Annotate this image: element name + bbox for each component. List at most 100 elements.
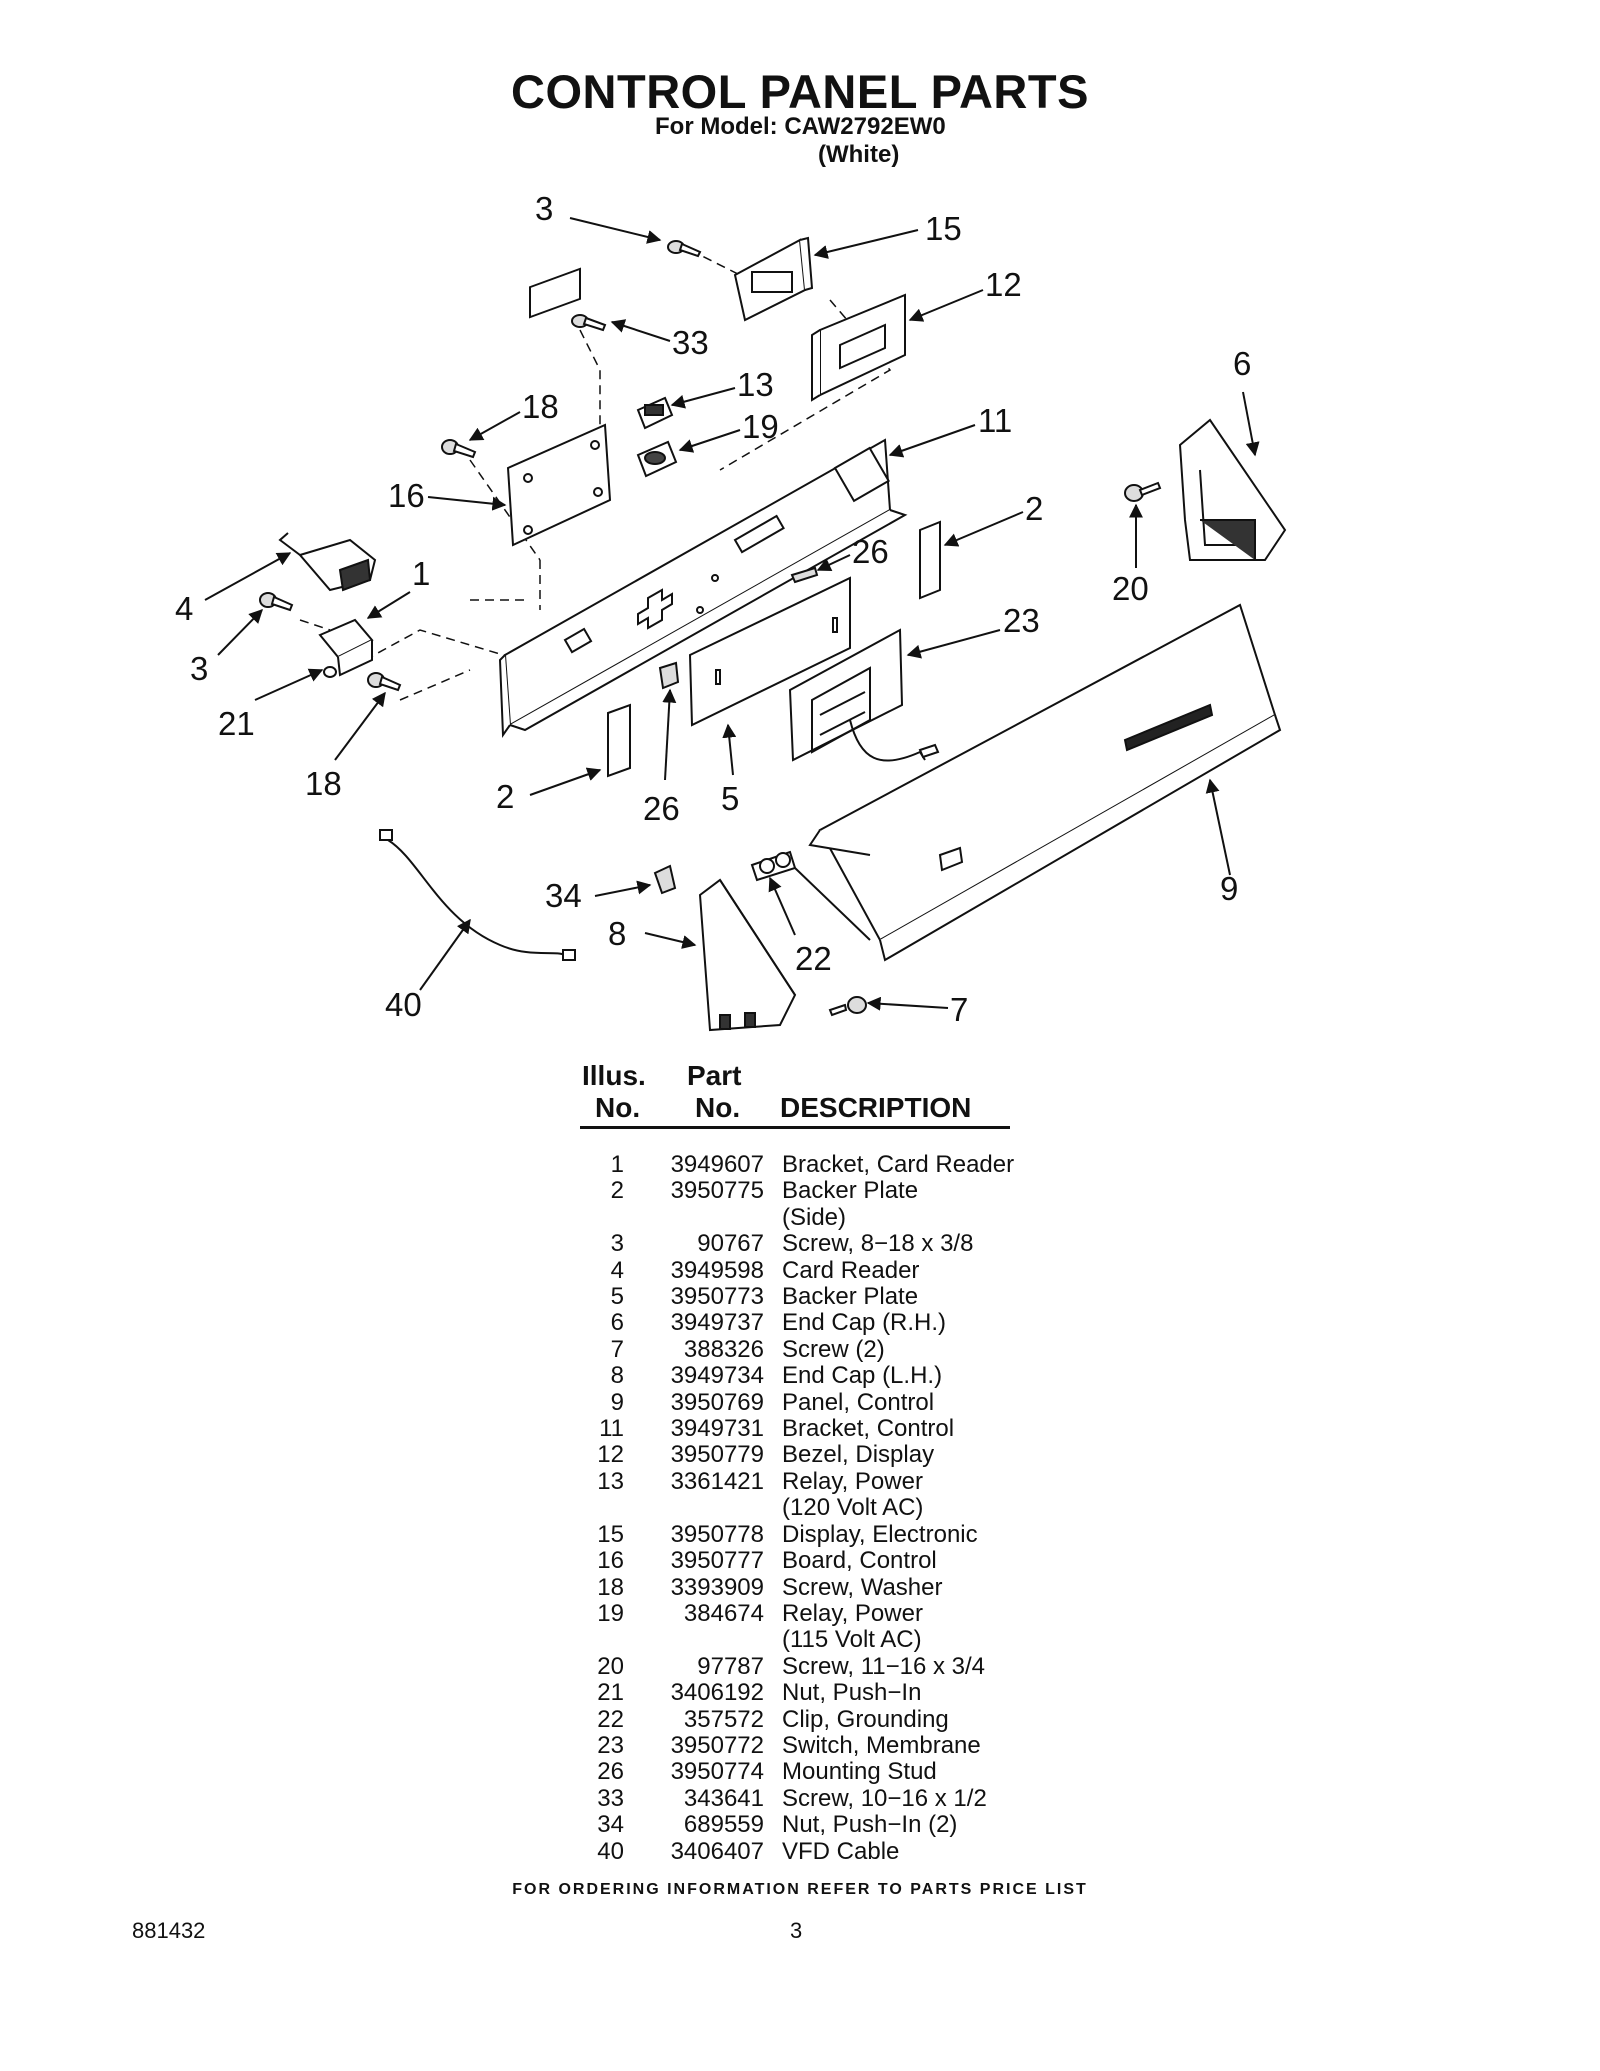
callout-34: 34 bbox=[545, 877, 582, 914]
part-row-description: Screw, 10−16 x 1/2 bbox=[782, 1784, 987, 1812]
part-row-illus-no: 12 bbox=[597, 1441, 624, 1469]
callout-26-upper: 26 bbox=[852, 533, 889, 570]
part-row-illus-no: 5 bbox=[610, 1283, 624, 1311]
part-row-description: Panel, Control bbox=[782, 1388, 935, 1416]
part-row-description: Mounting Stud bbox=[782, 1758, 937, 1786]
part-row-illus-no: 34 bbox=[597, 1811, 624, 1839]
callout-26-lower: 26 bbox=[643, 790, 680, 827]
part-row-description: End Cap (R.H.) bbox=[782, 1309, 947, 1337]
part-row-part-no: 3361421 bbox=[670, 1467, 764, 1495]
part-22-grounding-clip bbox=[750, 850, 871, 941]
part-23-membrane-switch bbox=[788, 628, 940, 762]
part-row-illus-no bbox=[560, 1205, 624, 1231]
callout-12: 12 bbox=[985, 266, 1022, 303]
part-row-illus-no: 8 bbox=[610, 1362, 624, 1390]
callout-4: 4 bbox=[175, 590, 193, 627]
callout-6: 6 bbox=[1233, 345, 1251, 382]
part-row-description: Screw (2) bbox=[782, 1335, 885, 1363]
part-row: 21 3406192 Nut, Push−In bbox=[560, 1679, 1014, 1707]
callout-13: 13 bbox=[737, 366, 774, 403]
part-row-part-no: 3950773 bbox=[670, 1283, 764, 1311]
part-row-illus-no: 3 bbox=[610, 1230, 624, 1258]
header-part-line1: Part bbox=[687, 1060, 742, 1091]
part-row: (115 Volt AC) bbox=[560, 1626, 1014, 1653]
part-row-part-no: 3950769 bbox=[670, 1388, 764, 1416]
callout-9: 9 bbox=[1220, 870, 1238, 907]
callout-3-left: 3 bbox=[190, 650, 208, 687]
part-row-description: (Side) bbox=[782, 1203, 847, 1231]
callout-18-lower: 18 bbox=[305, 765, 342, 802]
part-row-description: Card Reader bbox=[782, 1256, 920, 1284]
callout-2-left: 2 bbox=[496, 778, 514, 815]
part-row-part-no: 3950778 bbox=[670, 1520, 764, 1548]
callout-3-top: 3 bbox=[535, 190, 553, 227]
callout-19: 19 bbox=[742, 408, 779, 445]
part-row-description: Bezel, Display bbox=[782, 1441, 935, 1469]
part-16-control-board bbox=[506, 267, 612, 547]
part-2-backer-plate-right bbox=[919, 520, 941, 600]
relay-19 bbox=[636, 440, 678, 478]
callout-2-right: 2 bbox=[1025, 490, 1043, 527]
part-row-description: Nut, Push−In (2) bbox=[782, 1811, 958, 1839]
part-row-illus-no: 2 bbox=[610, 1177, 624, 1205]
part-row-illus-no: 20 bbox=[597, 1652, 624, 1680]
part-row-description: Screw, Washer bbox=[782, 1573, 943, 1601]
part-row-part-no: 97787 bbox=[697, 1652, 764, 1680]
part-5-backer-plate bbox=[688, 576, 851, 727]
part-row-illus-no: 21 bbox=[597, 1679, 624, 1707]
screw-3-top bbox=[667, 240, 702, 258]
screw-18-lower bbox=[367, 672, 402, 692]
part-row-illus-no bbox=[560, 1495, 624, 1521]
callout-labels: 3 15 12 33 13 6 18 19 11 16 2 26 20 1 23… bbox=[175, 190, 1251, 1028]
callout-20: 20 bbox=[1112, 570, 1149, 607]
part-row-part-no: 3949607 bbox=[670, 1151, 764, 1178]
part-row-part-no: 3950774 bbox=[670, 1758, 764, 1786]
header-illus-no: No. bbox=[595, 1092, 640, 1124]
part-row-description: Nut, Push−In bbox=[782, 1679, 922, 1707]
header-rule bbox=[580, 1126, 1010, 1129]
callout-33: 33 bbox=[672, 324, 709, 361]
part-row-description: Screw, 11−16 x 3/4 bbox=[782, 1652, 986, 1680]
part-9-control-panel bbox=[808, 603, 1282, 962]
part-8-end-cap-lh bbox=[698, 878, 797, 1032]
callout-22: 22 bbox=[795, 940, 832, 977]
part-row-part-no: 388326 bbox=[683, 1335, 764, 1363]
callout-11: 11 bbox=[978, 402, 1012, 439]
part-row-description: Bracket, Card Reader bbox=[782, 1151, 1015, 1178]
part-row-illus-no: 6 bbox=[610, 1309, 624, 1337]
callout-8: 8 bbox=[608, 915, 626, 952]
part-row-illus-no bbox=[560, 1627, 624, 1653]
part-row: (120 Volt AC) bbox=[560, 1494, 1014, 1521]
screw-18-top bbox=[441, 439, 477, 459]
part-26-stud-upper bbox=[790, 566, 819, 584]
part-row-part-no: 3406192 bbox=[670, 1679, 764, 1707]
part-row-illus-no: 4 bbox=[610, 1256, 624, 1284]
part-row-part-no: 384674 bbox=[683, 1599, 764, 1627]
relay-13 bbox=[636, 396, 674, 430]
part-row-description: Backer Plate bbox=[782, 1283, 919, 1311]
callout-1: 1 bbox=[412, 555, 430, 592]
part-row-illus-no: 40 bbox=[597, 1837, 624, 1865]
part-row-part-no: 3949734 bbox=[670, 1362, 764, 1390]
part-row-part-no: 90767 bbox=[697, 1230, 764, 1258]
part-row: 3 90767 Screw, 8−18 x 3/8 bbox=[560, 1230, 1014, 1258]
part-row-description: Display, Electronic bbox=[782, 1520, 978, 1548]
part-row-illus-no: 7 bbox=[610, 1335, 624, 1363]
part-row-illus-no: 9 bbox=[610, 1388, 624, 1416]
callout-16: 16 bbox=[388, 477, 425, 514]
part-row-part-no bbox=[624, 1205, 764, 1231]
part-row-description: Screw, 8−18 x 3/8 bbox=[782, 1230, 974, 1258]
